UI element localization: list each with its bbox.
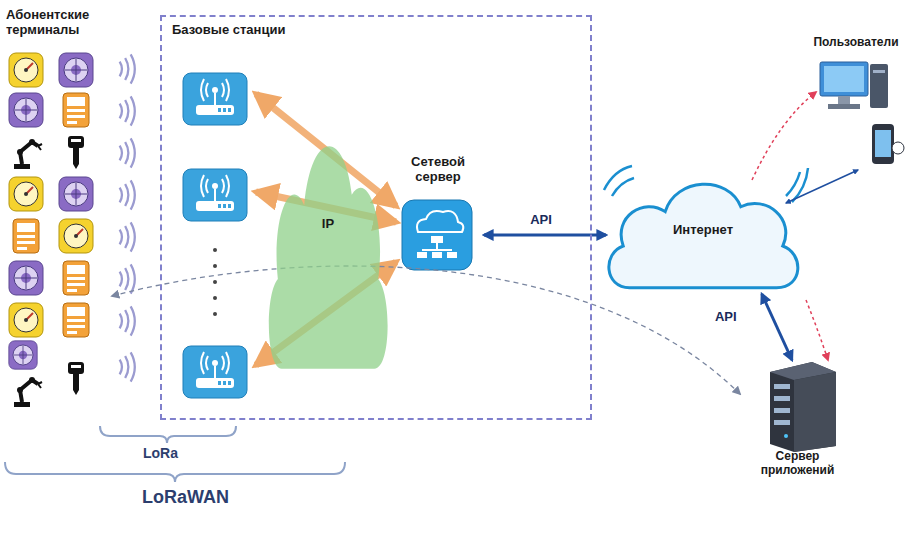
lorawan-brace [5,462,345,482]
connector [762,294,792,360]
node-text: Абонентские терминалы [6,8,108,38]
lora-brace [100,426,236,443]
application-server-icon [770,362,836,452]
user-computer [820,62,888,109]
base-station-icons [183,73,247,398]
node-text: Базовые станции [172,23,580,38]
network-server: Сетевой сервер [392,155,484,275]
user-phone [872,124,904,164]
ip-cloud: IP [262,105,394,395]
application-server: Сервер приложений [740,358,855,478]
node-text: IP [262,217,394,232]
edge-label: API [527,212,555,227]
edge-label: API [712,309,740,324]
internet-cloud: Интернет [598,165,808,300]
node-text: Сетевой сервер [392,155,484,185]
users: Пользователи [798,36,914,172]
radio-waves [120,54,135,381]
node-text: Пользователи [798,36,914,50]
node-text: Интернет [598,223,808,238]
network-server-icon [402,200,472,270]
node-text: Сервер приложений [740,450,855,478]
connector [484,234,606,237]
lorawan-label: LoRaWAN [142,487,229,508]
connector [786,170,858,203]
lora-label: LoRa [143,445,178,461]
ip-cloud-outline [262,105,394,395]
terminal-group: Абонентские терминалы [2,6,112,420]
terminal-icons [9,53,93,407]
